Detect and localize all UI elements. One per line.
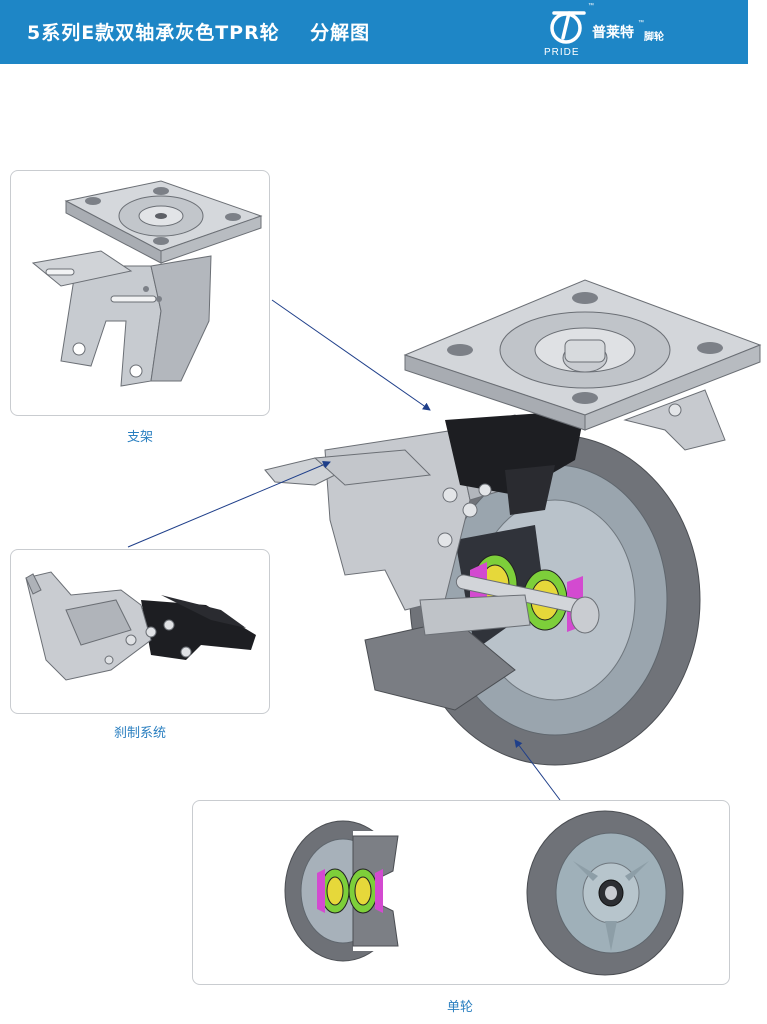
pride-logo-mark-icon (550, 11, 586, 44)
brake-panel (10, 549, 270, 714)
bracket-panel (10, 170, 270, 416)
logo-pride-text: PRIDE (544, 47, 580, 58)
full-wheel (526, 810, 684, 976)
logo-brand-text: 普莱特 (592, 25, 634, 41)
wheel-caption: 单轮 (446, 1000, 473, 1015)
bracket-caption: 支架 (126, 430, 153, 445)
logo-sub-text: 脚轮 (644, 32, 664, 43)
cutaway-wheel (284, 820, 408, 962)
page-title: 5系列E款双轴承灰色TPR轮 分解图 (27, 22, 371, 44)
logo-trademark: ™ (588, 3, 594, 9)
wheel-drawing (284, 810, 684, 976)
wheel-panel (192, 800, 730, 985)
logo-brand-trademark: ™ (638, 20, 644, 26)
brake-caption: 刹制系统 (113, 726, 166, 741)
pride-logo: ™ PRIDE 普莱特 ™ 脚轮 (544, 3, 744, 62)
brake-drawing (25, 571, 256, 681)
header-bar: 5系列E款双轴承灰色TPR轮 分解图 ™ PRIDE 普莱特 ™ 脚轮 (0, 0, 748, 64)
bracket-drawing (31, 180, 263, 387)
caster-assembly-drawing (264, 279, 762, 766)
